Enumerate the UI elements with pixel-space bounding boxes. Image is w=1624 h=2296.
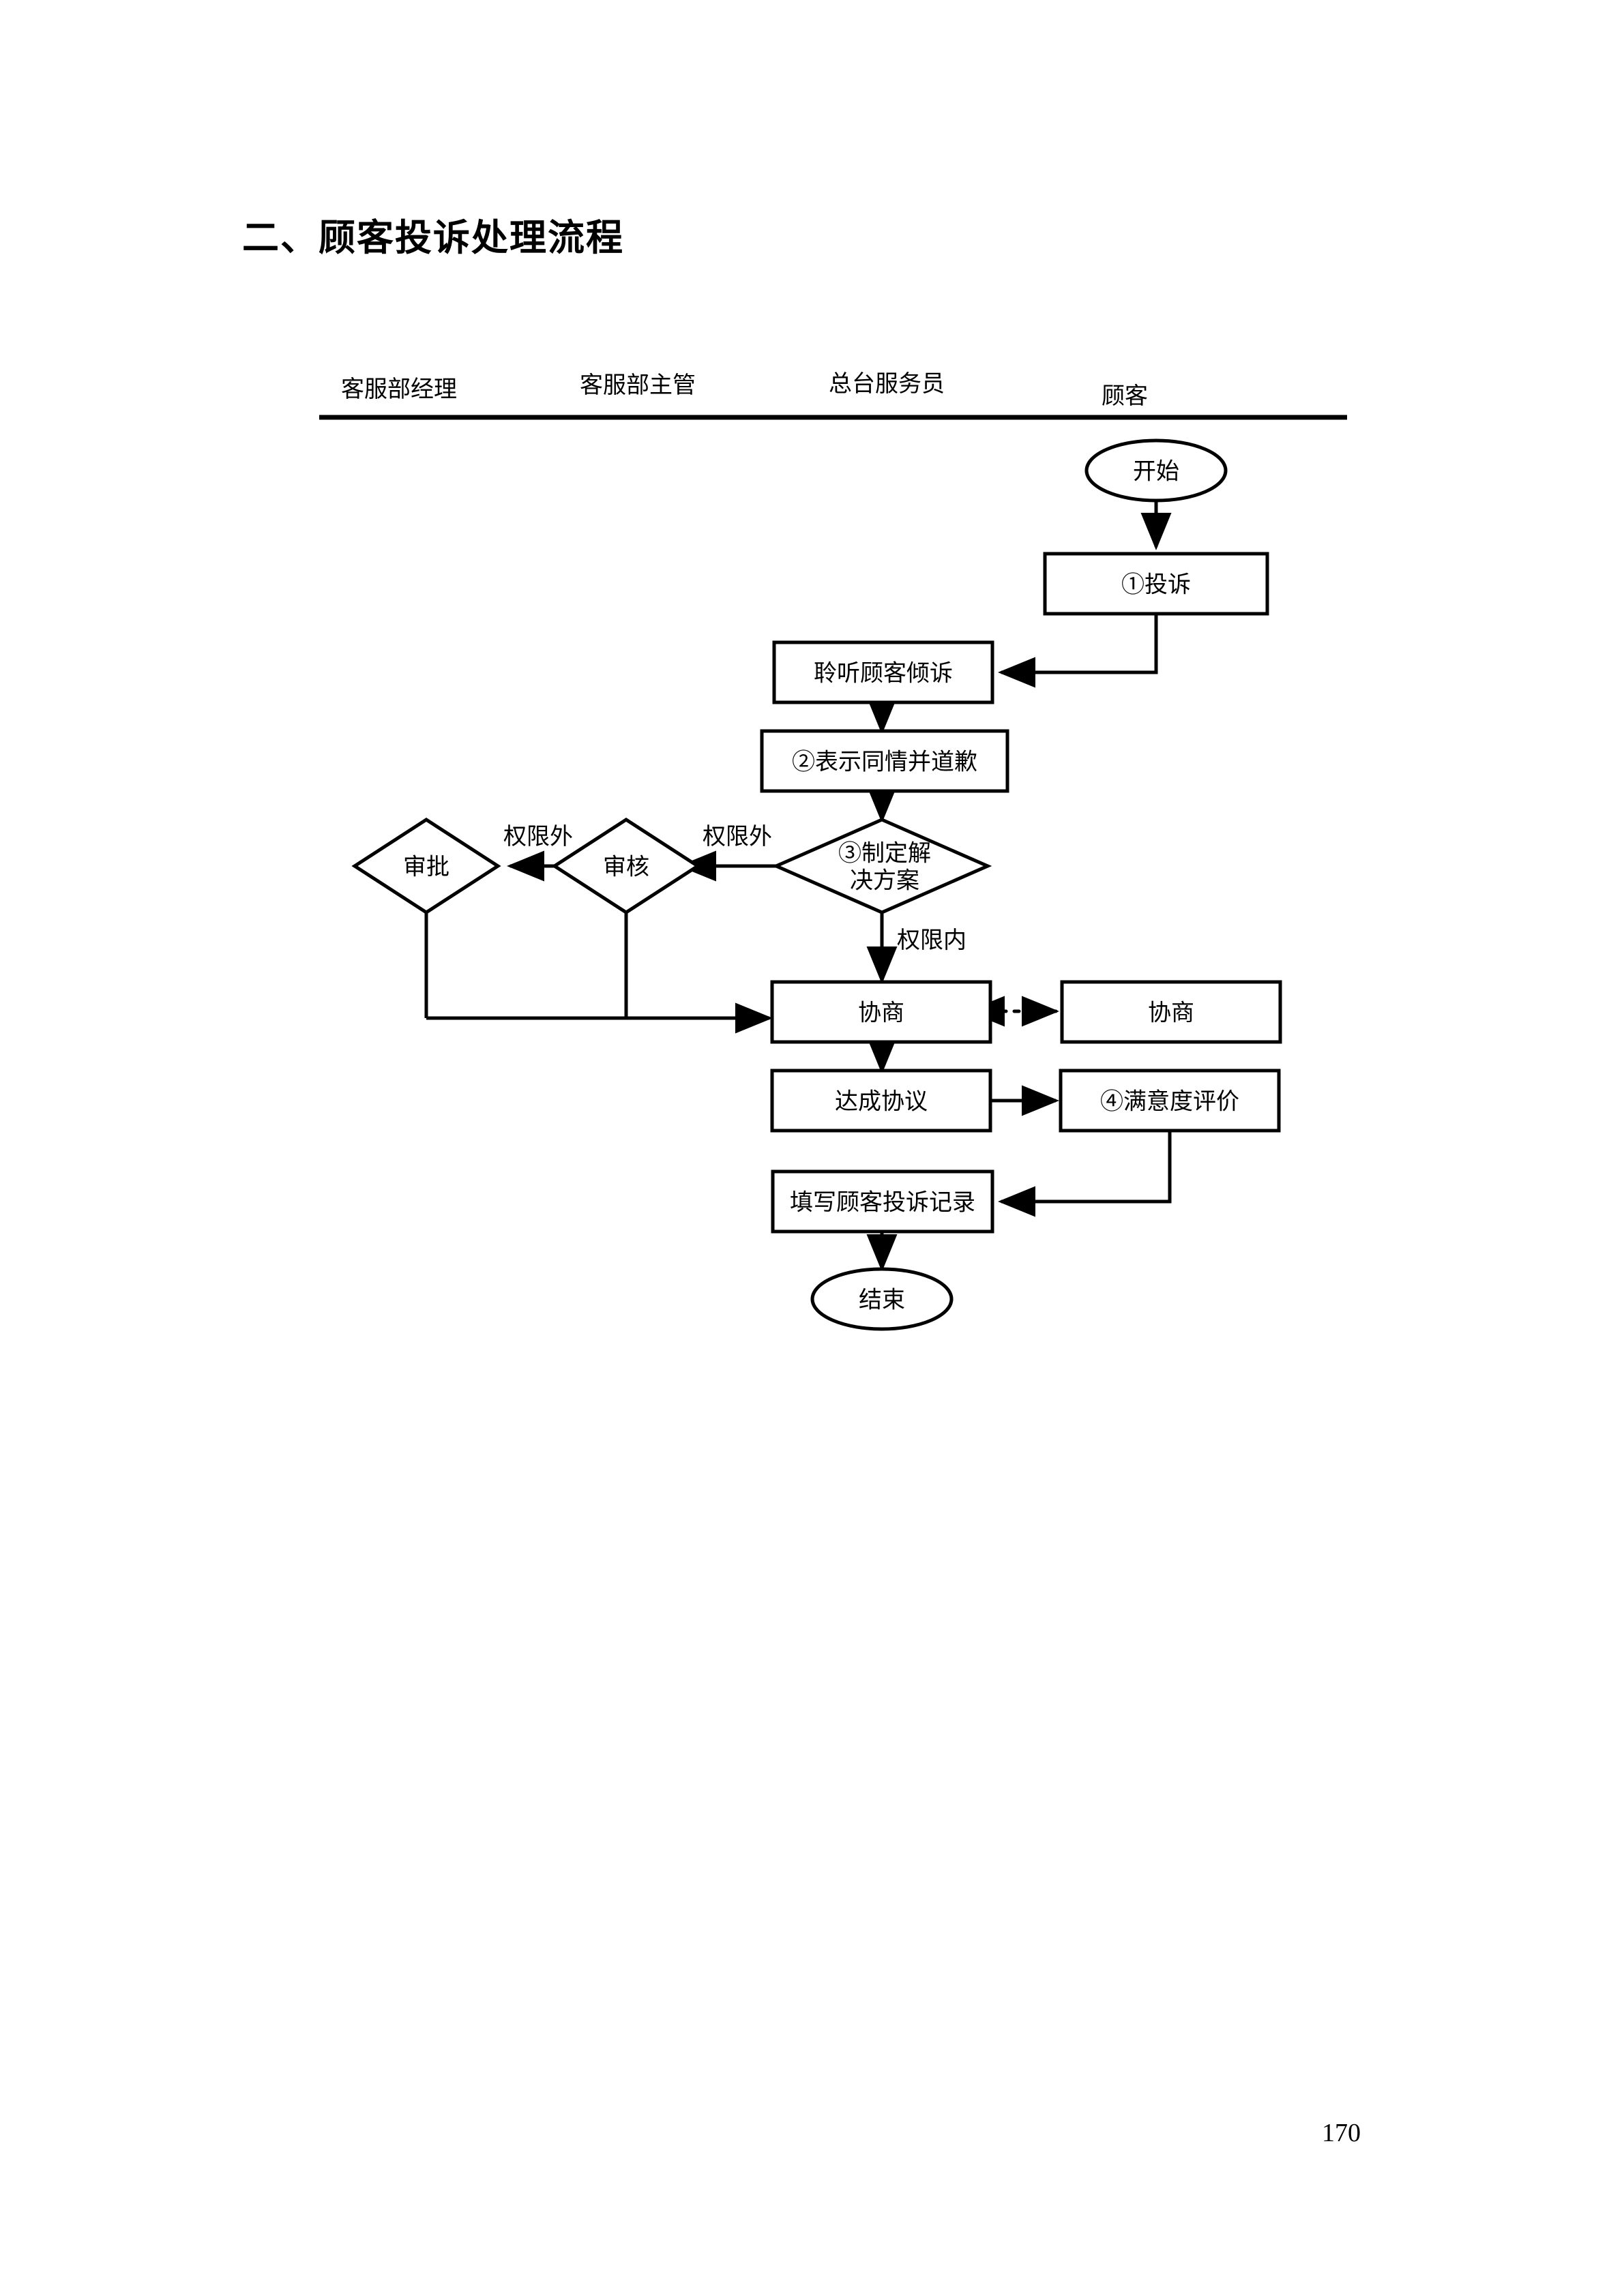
connector-layer [424,501,1172,1272]
node-approve[interactable]: 审批 [351,818,501,914]
complaint-handling-flowchart: 客服部经理 客服部主管 总台服务员 顾客 [319,371,1347,1331]
page-number: 170 [1322,2119,1361,2147]
negotiate-box [770,980,992,1044]
review-diamond [551,818,701,914]
lane-header-supervisor: 客服部主管 [580,372,696,398]
lane-header-front-desk: 总台服务员 [829,371,945,397]
edge-label-within-authority: 权限内 [897,927,966,953]
node-negotiate[interactable]: 协商 [770,980,992,1044]
node-apologize[interactable]: ②表示同情并道歉 [760,729,1009,793]
node-negotiate-customer[interactable]: 协商 [1060,980,1282,1044]
node-negotiate-label: 协商 [858,1000,904,1026]
node-agreement[interactable]: 达成协议 [770,1069,992,1133]
node-apologize-label: ②表示同情并道歉 [792,749,977,775]
end-ellipse [810,1267,954,1331]
lane-header-customer: 顾客 [1102,383,1148,409]
satisfaction-box [1059,1069,1281,1133]
listen-box [772,640,994,704]
approve-diamond [351,818,501,914]
node-approve-label: 审批 [403,854,449,880]
edge-complain-to-listen [998,614,1158,688]
node-record-label: 填写顾客投诉记录 [790,1190,975,1216]
node-agreement-label: 达成协议 [835,1089,928,1115]
apologize-box [760,729,1009,793]
negotiate-customer-box [1060,980,1282,1044]
node-satisfaction-label: ④满意度评价 [1100,1089,1239,1115]
edge-label-layer: 权限外 权限外 权限内 [503,824,966,953]
node-review[interactable]: 审核 [551,818,701,914]
node-complain-label: ①投诉 [1121,572,1191,598]
node-record[interactable]: 填写顾客投诉记录 [771,1169,994,1234]
node-solution-label-line1: ③制定解 [838,841,931,867]
node-solution[interactable]: ③制定解 决方案 [771,818,992,914]
edge-label-out-of-authority-1: 权限外 [503,824,573,850]
node-end[interactable]: 结束 [810,1267,954,1331]
node-listen[interactable]: 聆听顾客倾诉 [772,640,994,704]
page-title: 二、顾客投诉处理流程 [242,218,624,258]
node-solution-label-line2: 决方案 [850,868,919,894]
node-negotiate-customer-label: 协商 [1148,1000,1194,1026]
complain-box [1043,552,1269,616]
node-complain[interactable]: ①投诉 [1043,552,1269,616]
solution-diamond [771,818,992,914]
node-layer: 开始 ①投诉 聆听顾客倾诉 ②表示同情并道歉 ③制定解 决方案 [351,438,1282,1331]
node-satisfaction[interactable]: ④满意度评价 [1059,1069,1281,1133]
node-end-label: 结束 [859,1287,905,1313]
edge-satisfaction-to-record [998,1131,1172,1217]
edge-label-out-of-authority-2: 权限外 [703,824,772,850]
agreement-box [770,1069,992,1133]
node-listen-label: 聆听顾客倾诉 [814,661,953,687]
node-start[interactable]: 开始 [1084,438,1228,503]
lane-header-row: 客服部经理 客服部主管 总台服务员 顾客 [319,371,1347,420]
node-review-label: 审核 [603,854,649,880]
lane-header-manager: 客服部经理 [341,376,457,402]
start-ellipse [1084,438,1228,503]
node-start-label: 开始 [1133,459,1179,485]
record-box [771,1169,994,1234]
